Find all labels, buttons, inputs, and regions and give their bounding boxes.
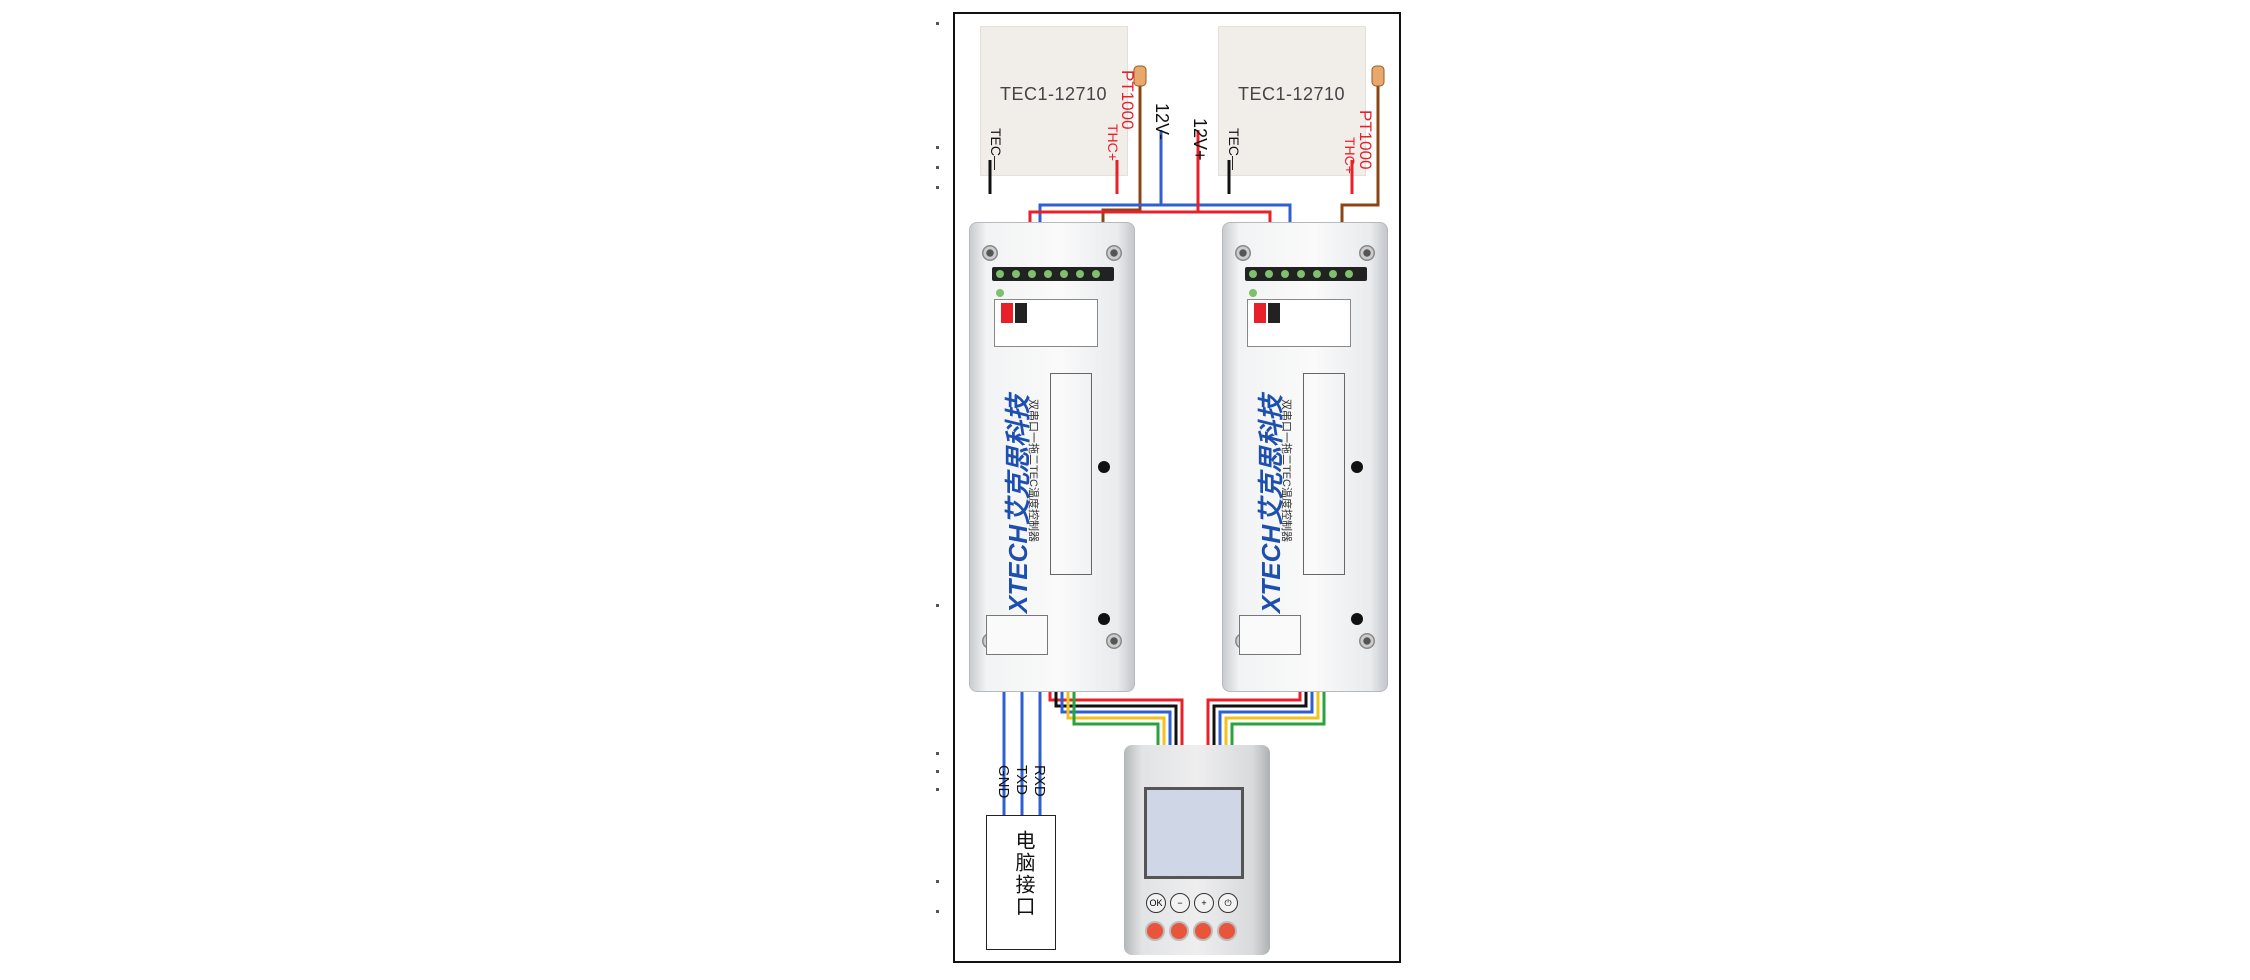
red-button: [1195, 923, 1211, 939]
wire-12v-minus-b: [1161, 203, 1292, 222]
wire-12v-plus-a: [1028, 130, 1200, 222]
edge-tick: [936, 166, 939, 169]
label-thc-plus-left: THC+: [1105, 124, 1121, 161]
wire-bus-black-left: [1054, 692, 1178, 752]
edge-tick: [936, 752, 939, 755]
lcd-display-module: OK − + ⏻: [1124, 745, 1270, 955]
wire-bus-blue-left: [1060, 692, 1172, 752]
controller-window: [1050, 373, 1092, 575]
red-button: [1219, 923, 1235, 939]
label-pt1000-right: PT1000: [1356, 110, 1375, 170]
wire-bus-green-left: [1072, 692, 1160, 752]
pc-interface-label: 电脑接口: [1012, 830, 1034, 918]
red-button: [1147, 923, 1163, 939]
label-gnd: GND: [995, 765, 1012, 799]
wire-pt1000-right: [1340, 80, 1380, 222]
controller-subtitle: 双串口一拖二TEC温度控制器: [1027, 399, 1039, 542]
label-tec-minus-right: TEC—: [1226, 128, 1242, 170]
terminal-block: [992, 267, 1114, 297]
switch-panel: [994, 299, 1098, 347]
dip-switch: [1015, 303, 1027, 323]
edge-tick: [936, 910, 939, 913]
wire-bus-black-right: [1212, 692, 1308, 752]
adjust-knob: [1098, 461, 1110, 473]
wire-bus-yellow-right: [1224, 692, 1320, 752]
screw: [1106, 633, 1122, 649]
controller-window: [1303, 373, 1345, 575]
screw: [1359, 633, 1375, 649]
tec-module-right: TEC1-12710: [1218, 26, 1366, 176]
minus-key: −: [1170, 893, 1190, 913]
dip-switch: [1001, 303, 1013, 323]
adjust-knob: [1098, 613, 1110, 625]
label-12v-minus: 12V-: [1152, 103, 1172, 141]
wire-bus-red-left: [1048, 692, 1184, 752]
tec-module-left: TEC1-12710: [980, 26, 1128, 176]
label-thc-plus-right: THC+: [1342, 137, 1358, 174]
edge-tick: [936, 22, 939, 25]
adjust-knob: [1351, 613, 1363, 625]
dip-switch: [1268, 303, 1280, 323]
screw: [1235, 245, 1251, 261]
tec-module-label: TEC1-12710: [1238, 84, 1346, 104]
label-rxd: RXD: [1031, 765, 1048, 797]
terminal-block: [1245, 267, 1367, 297]
pc-interface-box: 电脑接口: [986, 815, 1056, 950]
tec-controller-right: XTECH艾克思科技 双串口一拖二TEC温度控制器: [1222, 222, 1388, 692]
plus-key: +: [1194, 893, 1214, 913]
edge-tick: [936, 770, 939, 773]
adjust-knob: [1351, 461, 1363, 473]
pt1000-probe-right: [1371, 65, 1385, 87]
tec-controller-left: XTECH艾克思科技 双串口一拖二TEC温度控制器: [969, 222, 1135, 692]
switch-panel: [1247, 299, 1351, 347]
dip-switch: [1254, 303, 1266, 323]
lcd-screen: [1144, 787, 1244, 879]
pt1000-probe-left: [1133, 65, 1147, 87]
screw: [1106, 245, 1122, 261]
edge-tick: [936, 880, 939, 883]
power-key: ⏻: [1218, 893, 1238, 913]
wire-bus-blue-right: [1218, 692, 1314, 752]
red-button: [1171, 923, 1187, 939]
label-pt1000-left: PT1000: [1118, 70, 1137, 130]
wire-12v-plus-b: [1198, 210, 1272, 222]
edge-tick: [936, 146, 939, 149]
controller-subtitle: 双串口一拖二TEC温度控制器: [1280, 399, 1292, 542]
wire-12v-minus-a: [1038, 130, 1163, 222]
wire-bus-green-right: [1230, 692, 1326, 752]
label-12v-plus: 12V+: [1190, 118, 1210, 161]
serial-port-panel: [986, 615, 1048, 655]
screw: [1359, 245, 1375, 261]
edge-tick: [936, 604, 939, 607]
edge-tick: [936, 788, 939, 791]
label-tec-minus-left: TEC—: [988, 128, 1004, 170]
edge-tick: [936, 186, 939, 189]
label-txd: TXD: [1013, 765, 1030, 795]
screw: [982, 245, 998, 261]
ok-key: OK: [1146, 893, 1166, 913]
tec-module-label: TEC1-12710: [1000, 84, 1108, 104]
wire-pt1000-left: [1101, 80, 1142, 222]
serial-port-panel: [1239, 615, 1301, 655]
wire-bus-red-right: [1206, 692, 1302, 752]
wire-bus-yellow-left: [1066, 692, 1166, 752]
